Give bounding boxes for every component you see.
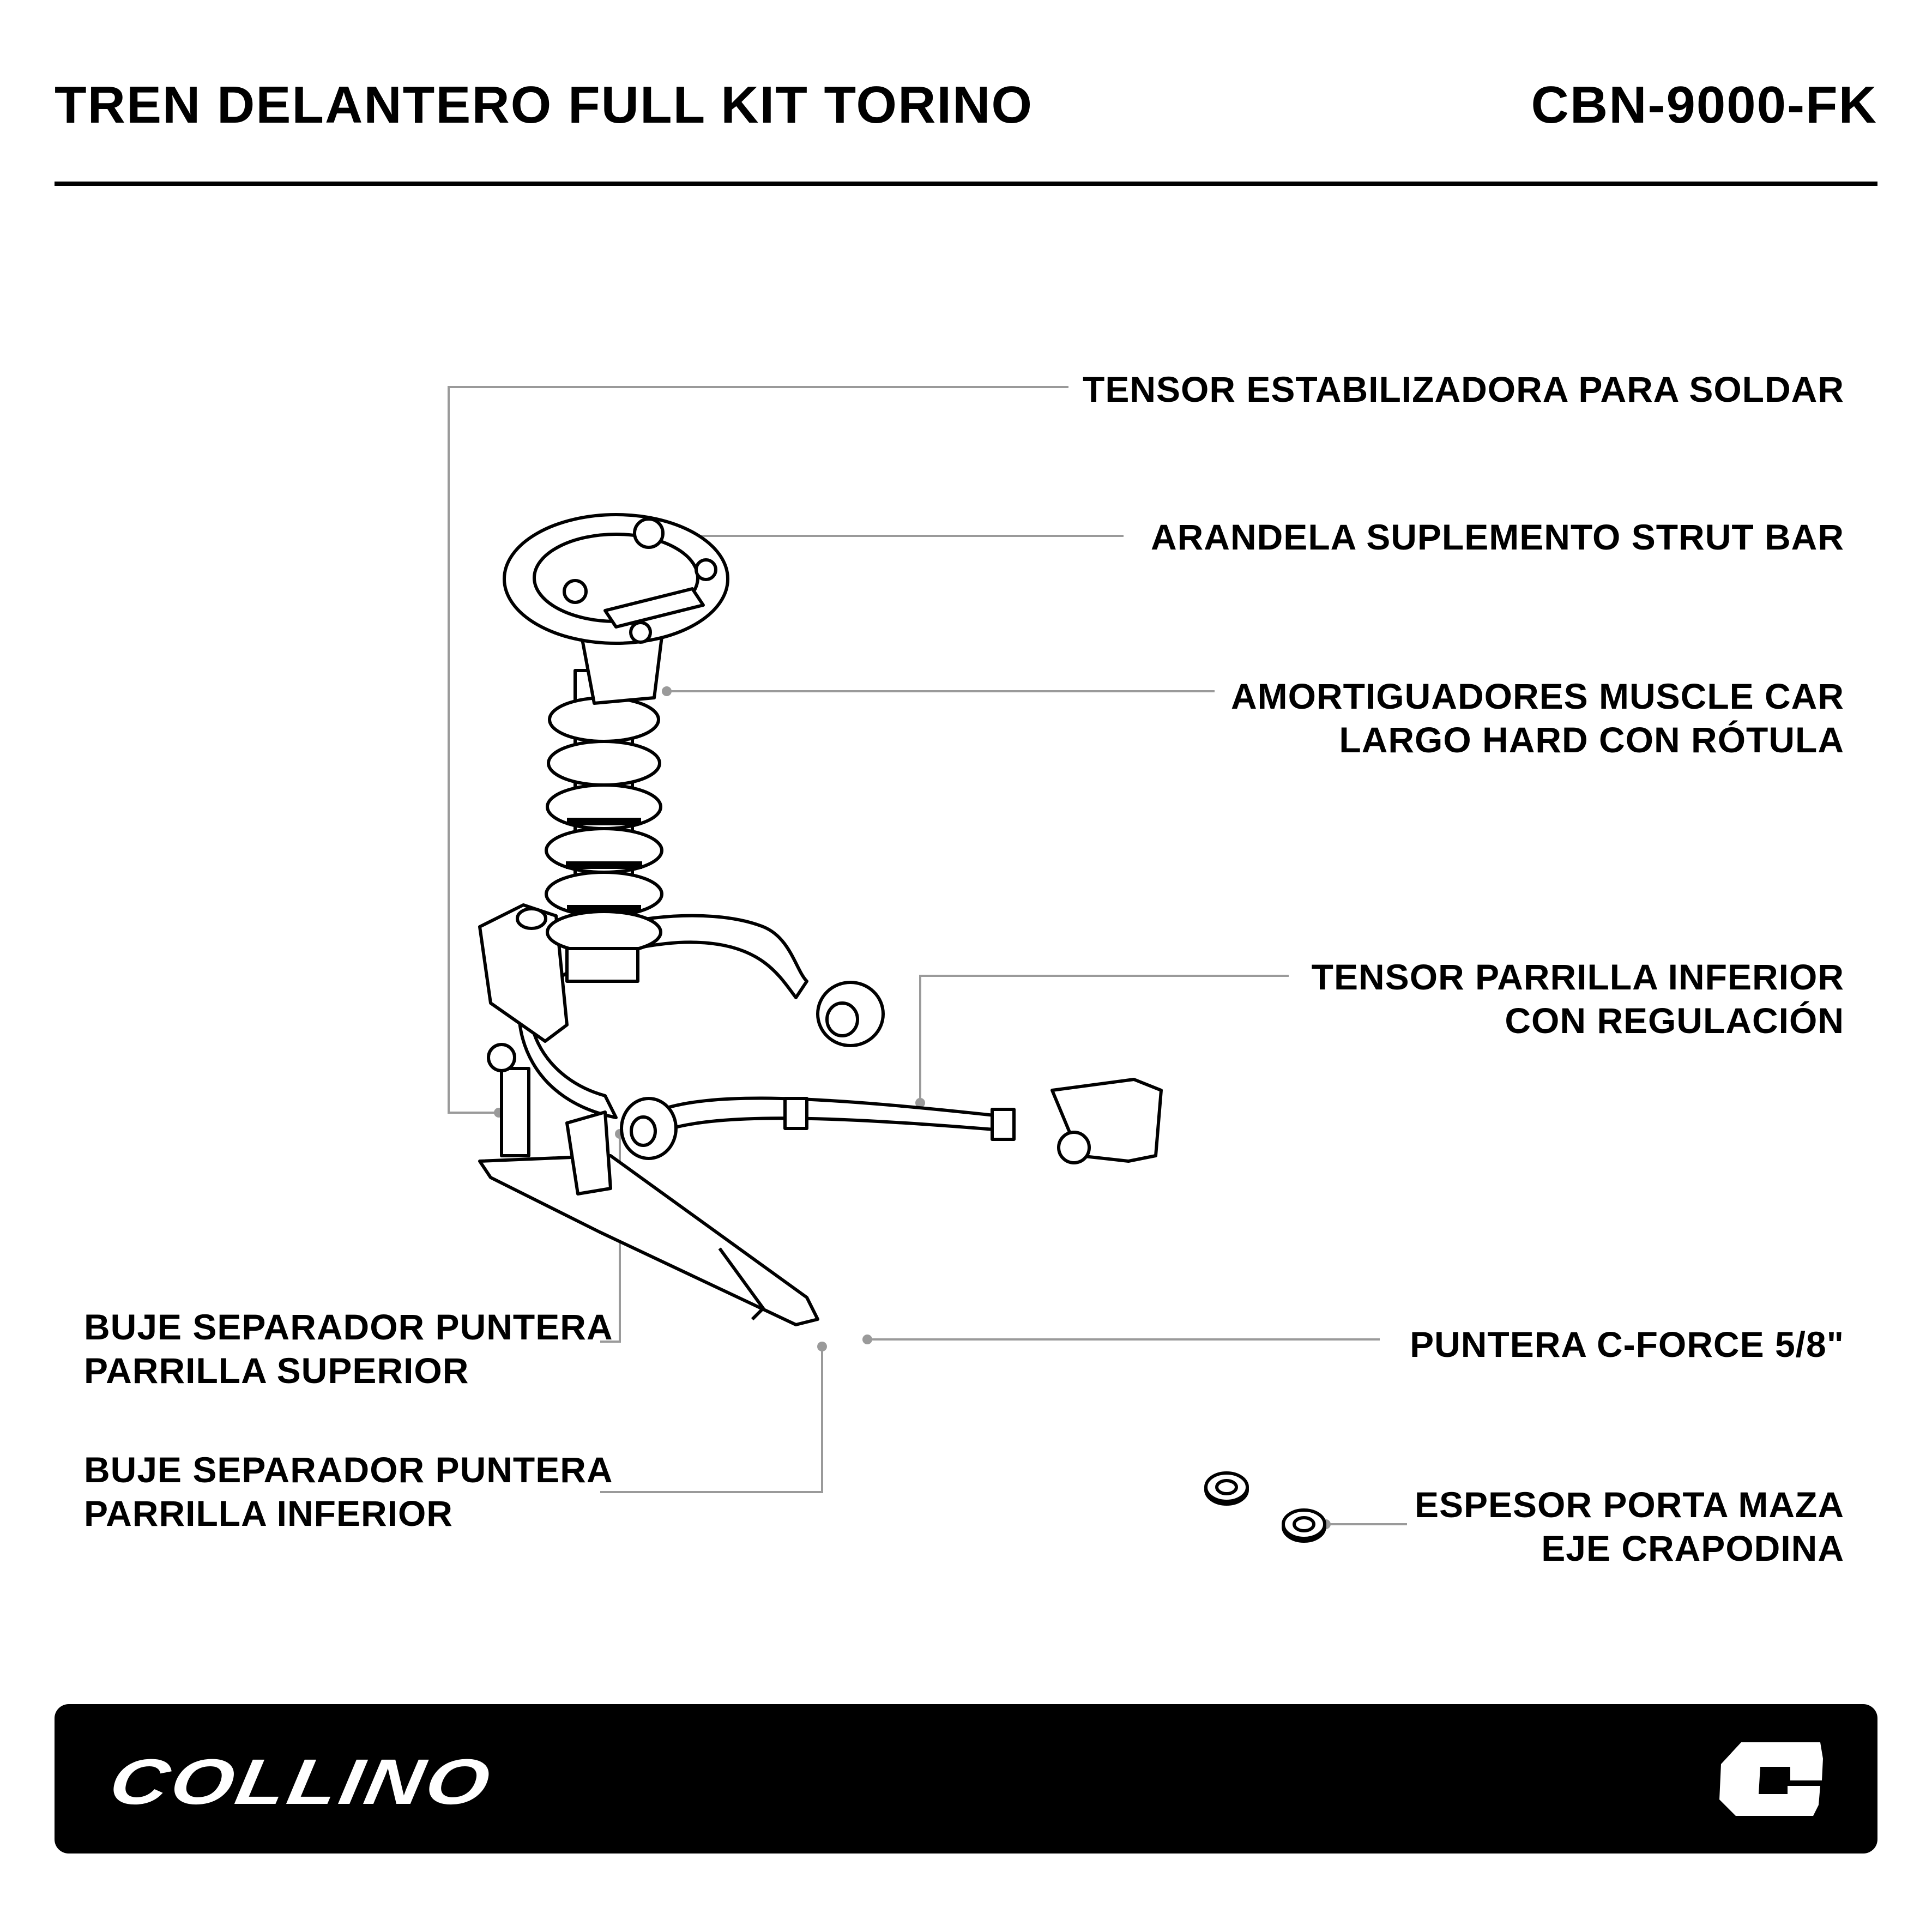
label-line: TENSOR PARRILLA INFERIOR <box>1311 957 1844 997</box>
label-tensor-parrilla: TENSOR PARRILLA INFERIOR CON REGULACIÓN <box>1312 955 1844 1042</box>
label-line: CON REGULACIÓN <box>1505 1000 1844 1041</box>
collino-logo: COLLINO <box>104 1746 498 1818</box>
lower-control-arm <box>478 1154 819 1326</box>
leader-tensor-parrilla <box>919 975 1289 1103</box>
label-arandela: ARANDELA SUPLEMENTO STRUT BAR <box>1150 517 1844 557</box>
knuckle <box>478 903 569 1043</box>
washers <box>1204 1471 1326 1543</box>
label-line: PARRILLA SUPERIOR <box>84 1350 469 1391</box>
c-logo-icon <box>1719 1742 1823 1816</box>
leader-buje-inferior <box>600 1347 823 1493</box>
label-tensor-estabilizadora: TENSOR ESTABILIZADORA PARA SOLDAR <box>1083 369 1844 409</box>
label-line: BUJE SEPARADOR PUNTERA <box>84 1307 613 1347</box>
top-bolt <box>633 517 665 549</box>
label-amortiguadores: AMORTIGUADORES MUSCLE CAR LARGO HARD CON… <box>1231 674 1844 762</box>
product-code: CBN-9000-FK <box>1531 76 1877 134</box>
page-title: TREN DELANTERO FULL KIT TORINO <box>55 76 1034 134</box>
washer-icon <box>1204 1471 1249 1506</box>
washer-icon <box>1282 1508 1326 1543</box>
strut-assembly <box>478 513 1163 1326</box>
label-puntera: PUNTERA C-FORCE 5/8" <box>1410 1324 1844 1365</box>
tensor-rod <box>653 1096 1016 1136</box>
leader-lines <box>448 386 1407 1525</box>
label-line: LARGO HARD CON RÓTULA <box>1339 720 1844 760</box>
leader-tensor-estabilizadora <box>448 386 1068 1114</box>
label-line: ESPESOR PORTA MAZA <box>1414 1484 1844 1525</box>
label-buje-superior: BUJE SEPARADOR PUNTERA PARRILLA SUPERIOR <box>84 1305 613 1392</box>
label-espesor: ESPESOR PORTA MAZA EJE CRAPODINA <box>1415 1483 1844 1570</box>
footer-bar: COLLINO <box>55 1704 1877 1853</box>
header-divider <box>55 182 1877 186</box>
label-line: EJE CRAPODINA <box>1541 1528 1844 1568</box>
label-line: PARRILLA INFERIOR <box>84 1493 453 1533</box>
label-line: AMORTIGUADORES MUSCLE CAR <box>1231 676 1844 716</box>
label-buje-inferior: BUJE SEPARADOR PUNTERA PARRILLA INFERIOR <box>84 1448 613 1535</box>
label-line: BUJE SEPARADOR PUNTERA <box>84 1450 613 1490</box>
